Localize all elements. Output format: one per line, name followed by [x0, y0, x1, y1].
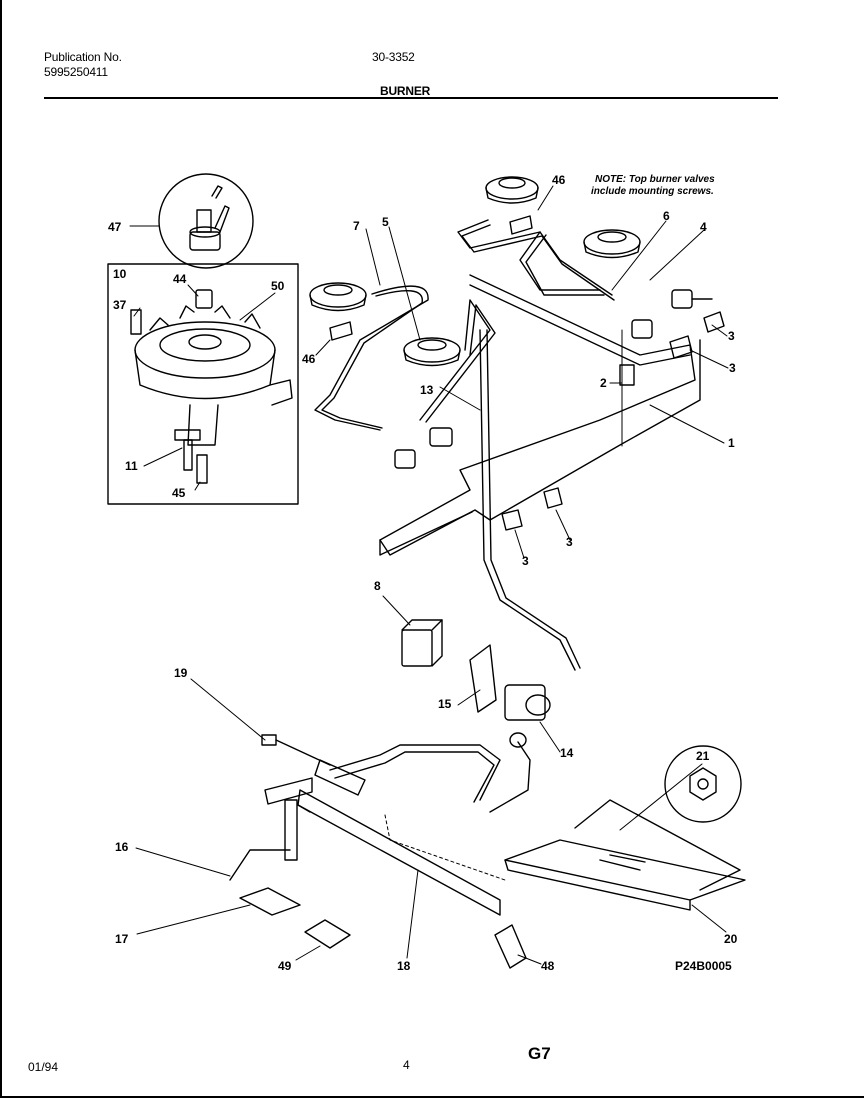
callout-11: 11	[125, 459, 138, 473]
callout-5: 5	[382, 215, 389, 229]
figure-id: P24B0005	[675, 959, 732, 973]
publication-number: 5995250411	[44, 65, 108, 79]
callout-14: 14	[560, 746, 574, 760]
igniter-connector-19	[261, 734, 277, 746]
callout-45: 45	[172, 486, 186, 500]
detail-circle-47	[158, 173, 254, 269]
top-burner-head-center	[403, 337, 461, 367]
callout-49: 49	[278, 959, 292, 973]
oven-gas-line	[329, 744, 501, 801]
callout-20: 20	[724, 932, 738, 946]
burner-bracket-left	[329, 321, 353, 341]
baffle-plate	[574, 799, 741, 891]
callout-6: 6	[663, 209, 670, 223]
callout-21: 21	[696, 749, 710, 763]
detail-box-10	[107, 263, 299, 505]
detail-circle-21	[664, 745, 742, 823]
burner-valve-right-front	[631, 319, 693, 359]
section-title: BURNER	[380, 84, 431, 98]
callout-18: 18	[397, 959, 411, 973]
flame-spreader-side	[504, 859, 691, 911]
callout-8: 8	[374, 579, 381, 593]
gas-tube-13-outline	[486, 329, 581, 669]
title-rule	[44, 97, 778, 99]
oven-burner-tube-18	[297, 789, 501, 916]
callout-1: 1	[728, 436, 735, 450]
flame-spreader-20	[504, 839, 746, 901]
oven-gas-line-outline	[334, 751, 495, 803]
callout-3-b: 3	[729, 361, 736, 375]
bracket-49	[304, 919, 351, 949]
pressure-regulator-14	[504, 684, 551, 748]
callout-46-rear: 46	[552, 173, 566, 187]
footer-section-code: G7	[528, 1044, 551, 1063]
nut-hole	[697, 778, 709, 790]
gas-tube-5	[419, 299, 491, 421]
callout-44: 44	[173, 272, 187, 286]
callout-37: 37	[113, 298, 127, 312]
callout-19: 19	[174, 666, 188, 680]
gas-tube-6	[519, 231, 601, 291]
note-line-2: include mounting screws.	[591, 186, 714, 197]
callout-15: 15	[438, 697, 452, 711]
gas-tube-5-outline	[425, 304, 496, 423]
callout-2: 2	[600, 376, 607, 390]
callout-4: 4	[700, 220, 707, 234]
nut-21	[689, 767, 717, 801]
gas-valve-8	[401, 619, 443, 667]
callout-47: 47	[108, 220, 122, 234]
leader-lines	[129, 185, 729, 965]
callout-16: 16	[115, 840, 129, 854]
manifold-support	[619, 364, 635, 386]
burner-valve-left-front	[394, 427, 563, 531]
gas-tube-13	[479, 329, 576, 671]
callout-3-c: 3	[566, 535, 573, 549]
gas-tube-7	[314, 285, 429, 431]
burner-head-assembly	[130, 289, 293, 484]
callout-50: 50	[271, 279, 285, 293]
callout-48: 48	[541, 959, 555, 973]
footer-page-number: 4	[403, 1058, 410, 1072]
regulator-outlet-tube	[489, 741, 531, 813]
orifice-line-16	[229, 849, 291, 881]
publication-label: Publication No.	[44, 50, 122, 64]
top-burner-head-left	[309, 282, 367, 312]
callout-46-left: 46	[302, 352, 316, 366]
footer-date: 01/94	[28, 1060, 59, 1074]
note-line-1: NOTE: Top burner valves	[595, 174, 715, 185]
model-number: 30-3352	[372, 50, 415, 64]
manifold-pipe-inner	[469, 284, 691, 366]
burner-valve-right-rear	[671, 289, 725, 333]
spreader-fold	[599, 854, 646, 871]
igniter-bracket-17	[239, 887, 301, 916]
top-burner-head-rear	[485, 176, 539, 204]
oven-burner-edge	[297, 804, 311, 813]
callout-3-a: 3	[728, 329, 735, 343]
gas-tube-7-outline	[321, 289, 423, 429]
oven-burner-mount	[264, 777, 313, 805]
gas-tube-rear	[457, 219, 613, 296]
gas-tube-6-outline	[525, 234, 605, 296]
gas-tube-rear-outline	[461, 224, 615, 301]
manifold-pipe	[379, 274, 701, 556]
burner-bracket-rear	[509, 215, 533, 235]
callout-13: 13	[420, 383, 434, 397]
bracket-48	[494, 924, 527, 969]
callout-7: 7	[353, 219, 360, 233]
oven-orifice-tube	[284, 799, 298, 861]
callout-10: 10	[113, 267, 127, 281]
callout-3-d: 3	[522, 554, 529, 568]
top-burner-head-right	[583, 229, 641, 259]
manifold-bracket-front	[379, 511, 473, 556]
regulator-bracket-15	[469, 644, 497, 713]
igniter-clip-detail	[189, 185, 230, 251]
callout-17: 17	[115, 932, 129, 946]
igniter-body	[314, 759, 366, 796]
